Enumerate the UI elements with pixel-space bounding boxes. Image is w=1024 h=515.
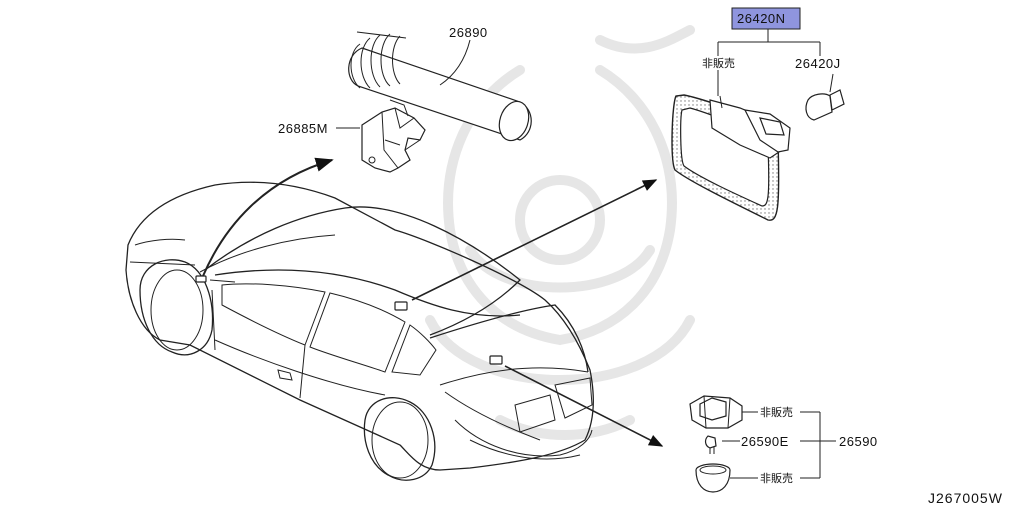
part-26590e-bulb [704, 435, 717, 454]
car-illustration [125, 181, 594, 481]
leader-lines [717, 29, 836, 479]
label-26420j[interactable]: 26420J [795, 56, 841, 71]
figure-code: J267005W [928, 490, 1003, 506]
callout-arrows [202, 157, 664, 447]
label-26590e[interactable]: 26590E [741, 434, 789, 449]
label-26890[interactable]: 26890 [449, 25, 488, 40]
part-26885m-bracket [361, 99, 426, 173]
part-26420j-bulb [805, 73, 845, 121]
label-26590[interactable]: 26590 [839, 434, 878, 449]
part-26590-socket [689, 395, 743, 429]
label-not-sold-lamp: 非販売 [702, 57, 735, 70]
part-26590-cap [695, 463, 731, 493]
part-26890-tube [348, 31, 532, 142]
highlight-box-26420n [731, 7, 801, 30]
label-26420n[interactable]: 26420N [737, 11, 786, 26]
label-not-sold-cap: 非販売 [760, 472, 793, 485]
part-26420n-lamp [671, 94, 791, 221]
label-not-sold-socket: 非販売 [760, 406, 793, 419]
label-26885m[interactable]: 26885M [278, 121, 328, 136]
